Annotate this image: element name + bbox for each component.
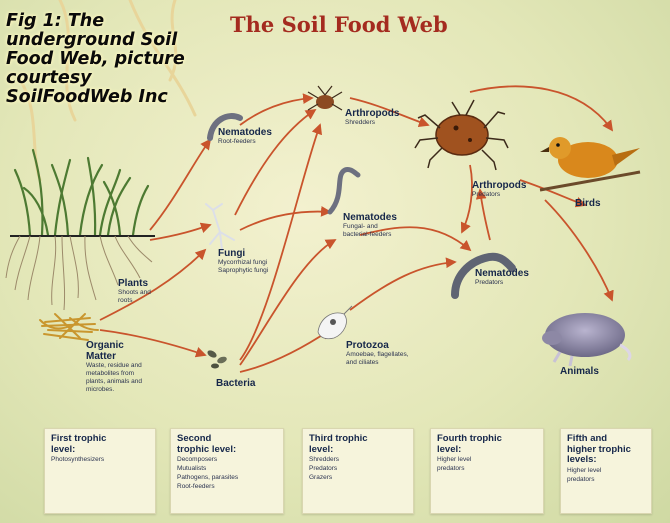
- organism-desc: Predators: [472, 191, 526, 199]
- label-bacteria: Bacteria: [216, 378, 255, 389]
- label-nematodes-root: Nematodes Root-feeders: [218, 127, 272, 146]
- trophic-title: level:: [51, 445, 149, 456]
- organism-name: Arthropods: [345, 108, 399, 119]
- trophic-title: trophic level:: [177, 445, 277, 456]
- trophic-level-box-5: Fifth and higher trophic levels: Higher …: [560, 428, 652, 514]
- trophic-title: level:: [309, 445, 407, 456]
- organism-desc: Mycorrhizal fungi: [218, 259, 268, 267]
- label-birds: Birds: [575, 198, 601, 209]
- caption-line: underground Soil: [6, 31, 236, 50]
- trophic-item: Pathogens, parasites: [177, 474, 277, 482]
- trophic-title: Fifth and: [567, 434, 645, 445]
- trophic-level-box-1: First trophic level: Photosynthesizers: [44, 428, 156, 514]
- trophic-title: level:: [437, 445, 537, 456]
- arthropod-predator-illustration: [415, 100, 508, 170]
- organism-name: Fungi: [218, 248, 268, 259]
- label-arthropods-predators: Arthropods Predators: [472, 180, 526, 199]
- trophic-item: Decomposers: [177, 456, 277, 464]
- nematode-fungal-feeder-illustration: [330, 169, 358, 212]
- organism-name: Nematodes: [475, 268, 529, 279]
- trophic-level-box-4: Fourth trophic level: Higher level preda…: [430, 428, 544, 514]
- figure-caption: Fig 1: The underground Soil Food Web, pi…: [6, 12, 236, 107]
- trophic-item: Photosynthesizers: [51, 456, 149, 464]
- label-nematodes-fungal: Nematodes Fungal- and bacterial-feeders: [343, 212, 397, 239]
- organism-name: Bacteria: [216, 378, 255, 389]
- organism-desc: Amoebae, flagellates,: [346, 351, 409, 359]
- trophic-item: predators: [567, 476, 645, 484]
- organism-desc: Shoots and: [118, 289, 151, 297]
- trophic-item: Predators: [309, 465, 407, 473]
- organism-desc: metabolites from: [86, 370, 142, 378]
- organism-name: Matter: [86, 351, 142, 362]
- trophic-title: levels:: [567, 455, 645, 466]
- organism-name: Plants: [118, 278, 151, 289]
- organism-desc: Saprophytic fungi: [218, 267, 268, 275]
- organism-name: Organic: [86, 340, 142, 351]
- protozoa-illustration: [318, 306, 352, 339]
- label-nematodes-predators: Nematodes Predators: [475, 268, 529, 287]
- organism-desc: Waste, residue and: [86, 362, 142, 370]
- fungi-illustration: [206, 204, 234, 250]
- trophic-item: predators: [437, 465, 537, 473]
- trophic-title: Fourth trophic: [437, 434, 537, 445]
- bird-illustration: [540, 137, 640, 190]
- label-plants: Plants Shoots and roots: [118, 278, 151, 305]
- trophic-title: Second: [177, 434, 277, 445]
- trophic-title: Third trophic: [309, 434, 407, 445]
- label-animals: Animals: [560, 366, 599, 377]
- organism-name: Birds: [575, 198, 601, 209]
- label-organic-matter: Organic Matter Waste, residue and metabo…: [86, 340, 142, 394]
- organism-name: Nematodes: [343, 212, 397, 223]
- trophic-item: Root-feeders: [177, 483, 277, 491]
- mole-illustration: [542, 313, 630, 366]
- organism-desc: Root-feeders: [218, 138, 272, 146]
- organism-desc: microbes.: [86, 386, 142, 394]
- organism-desc: roots: [118, 297, 151, 305]
- organism-desc: Fungal- and: [343, 223, 397, 231]
- arthropod-shredder-illustration: [308, 86, 342, 110]
- trophic-item: Mutualists: [177, 465, 277, 473]
- label-fungi: Fungi Mycorrhizal fungi Saprophytic fung…: [218, 248, 268, 275]
- trophic-item: Higher level: [567, 467, 645, 475]
- organism-name: Nematodes: [218, 127, 272, 138]
- caption-line: courtesy: [6, 69, 236, 88]
- caption-line: SoilFoodWeb Inc: [6, 88, 236, 107]
- organism-name: Arthropods: [472, 180, 526, 191]
- organic-matter-illustration: [40, 314, 98, 340]
- organism-desc: plants, animals and: [86, 378, 142, 386]
- trophic-item: Grazers: [309, 474, 407, 482]
- caption-line: Fig 1: The: [6, 12, 236, 31]
- organism-desc: and ciliates: [346, 359, 409, 367]
- organism-name: Protozoa: [346, 340, 409, 351]
- trophic-item: Shredders: [309, 456, 407, 464]
- organism-name: Animals: [560, 366, 599, 377]
- caption-line: Food Web, picture: [6, 50, 236, 69]
- trophic-level-box-2: Second trophic level: Decomposers Mutual…: [170, 428, 284, 514]
- trophic-item: Higher level: [437, 456, 537, 464]
- label-arthropods-shredders: Arthropods Shredders: [345, 108, 399, 127]
- organism-desc: Shredders: [345, 119, 399, 127]
- bacteria-illustration: [206, 349, 228, 369]
- diagram-title: The Soil Food Web: [230, 12, 448, 37]
- organism-desc: bacterial-feeders: [343, 231, 397, 239]
- organism-desc: Predators: [475, 279, 529, 287]
- trophic-level-box-3: Third trophic level: Shredders Predators…: [302, 428, 414, 514]
- trophic-title: First trophic: [51, 434, 149, 445]
- label-protozoa: Protozoa Amoebae, flagellates, and cilia…: [346, 340, 409, 367]
